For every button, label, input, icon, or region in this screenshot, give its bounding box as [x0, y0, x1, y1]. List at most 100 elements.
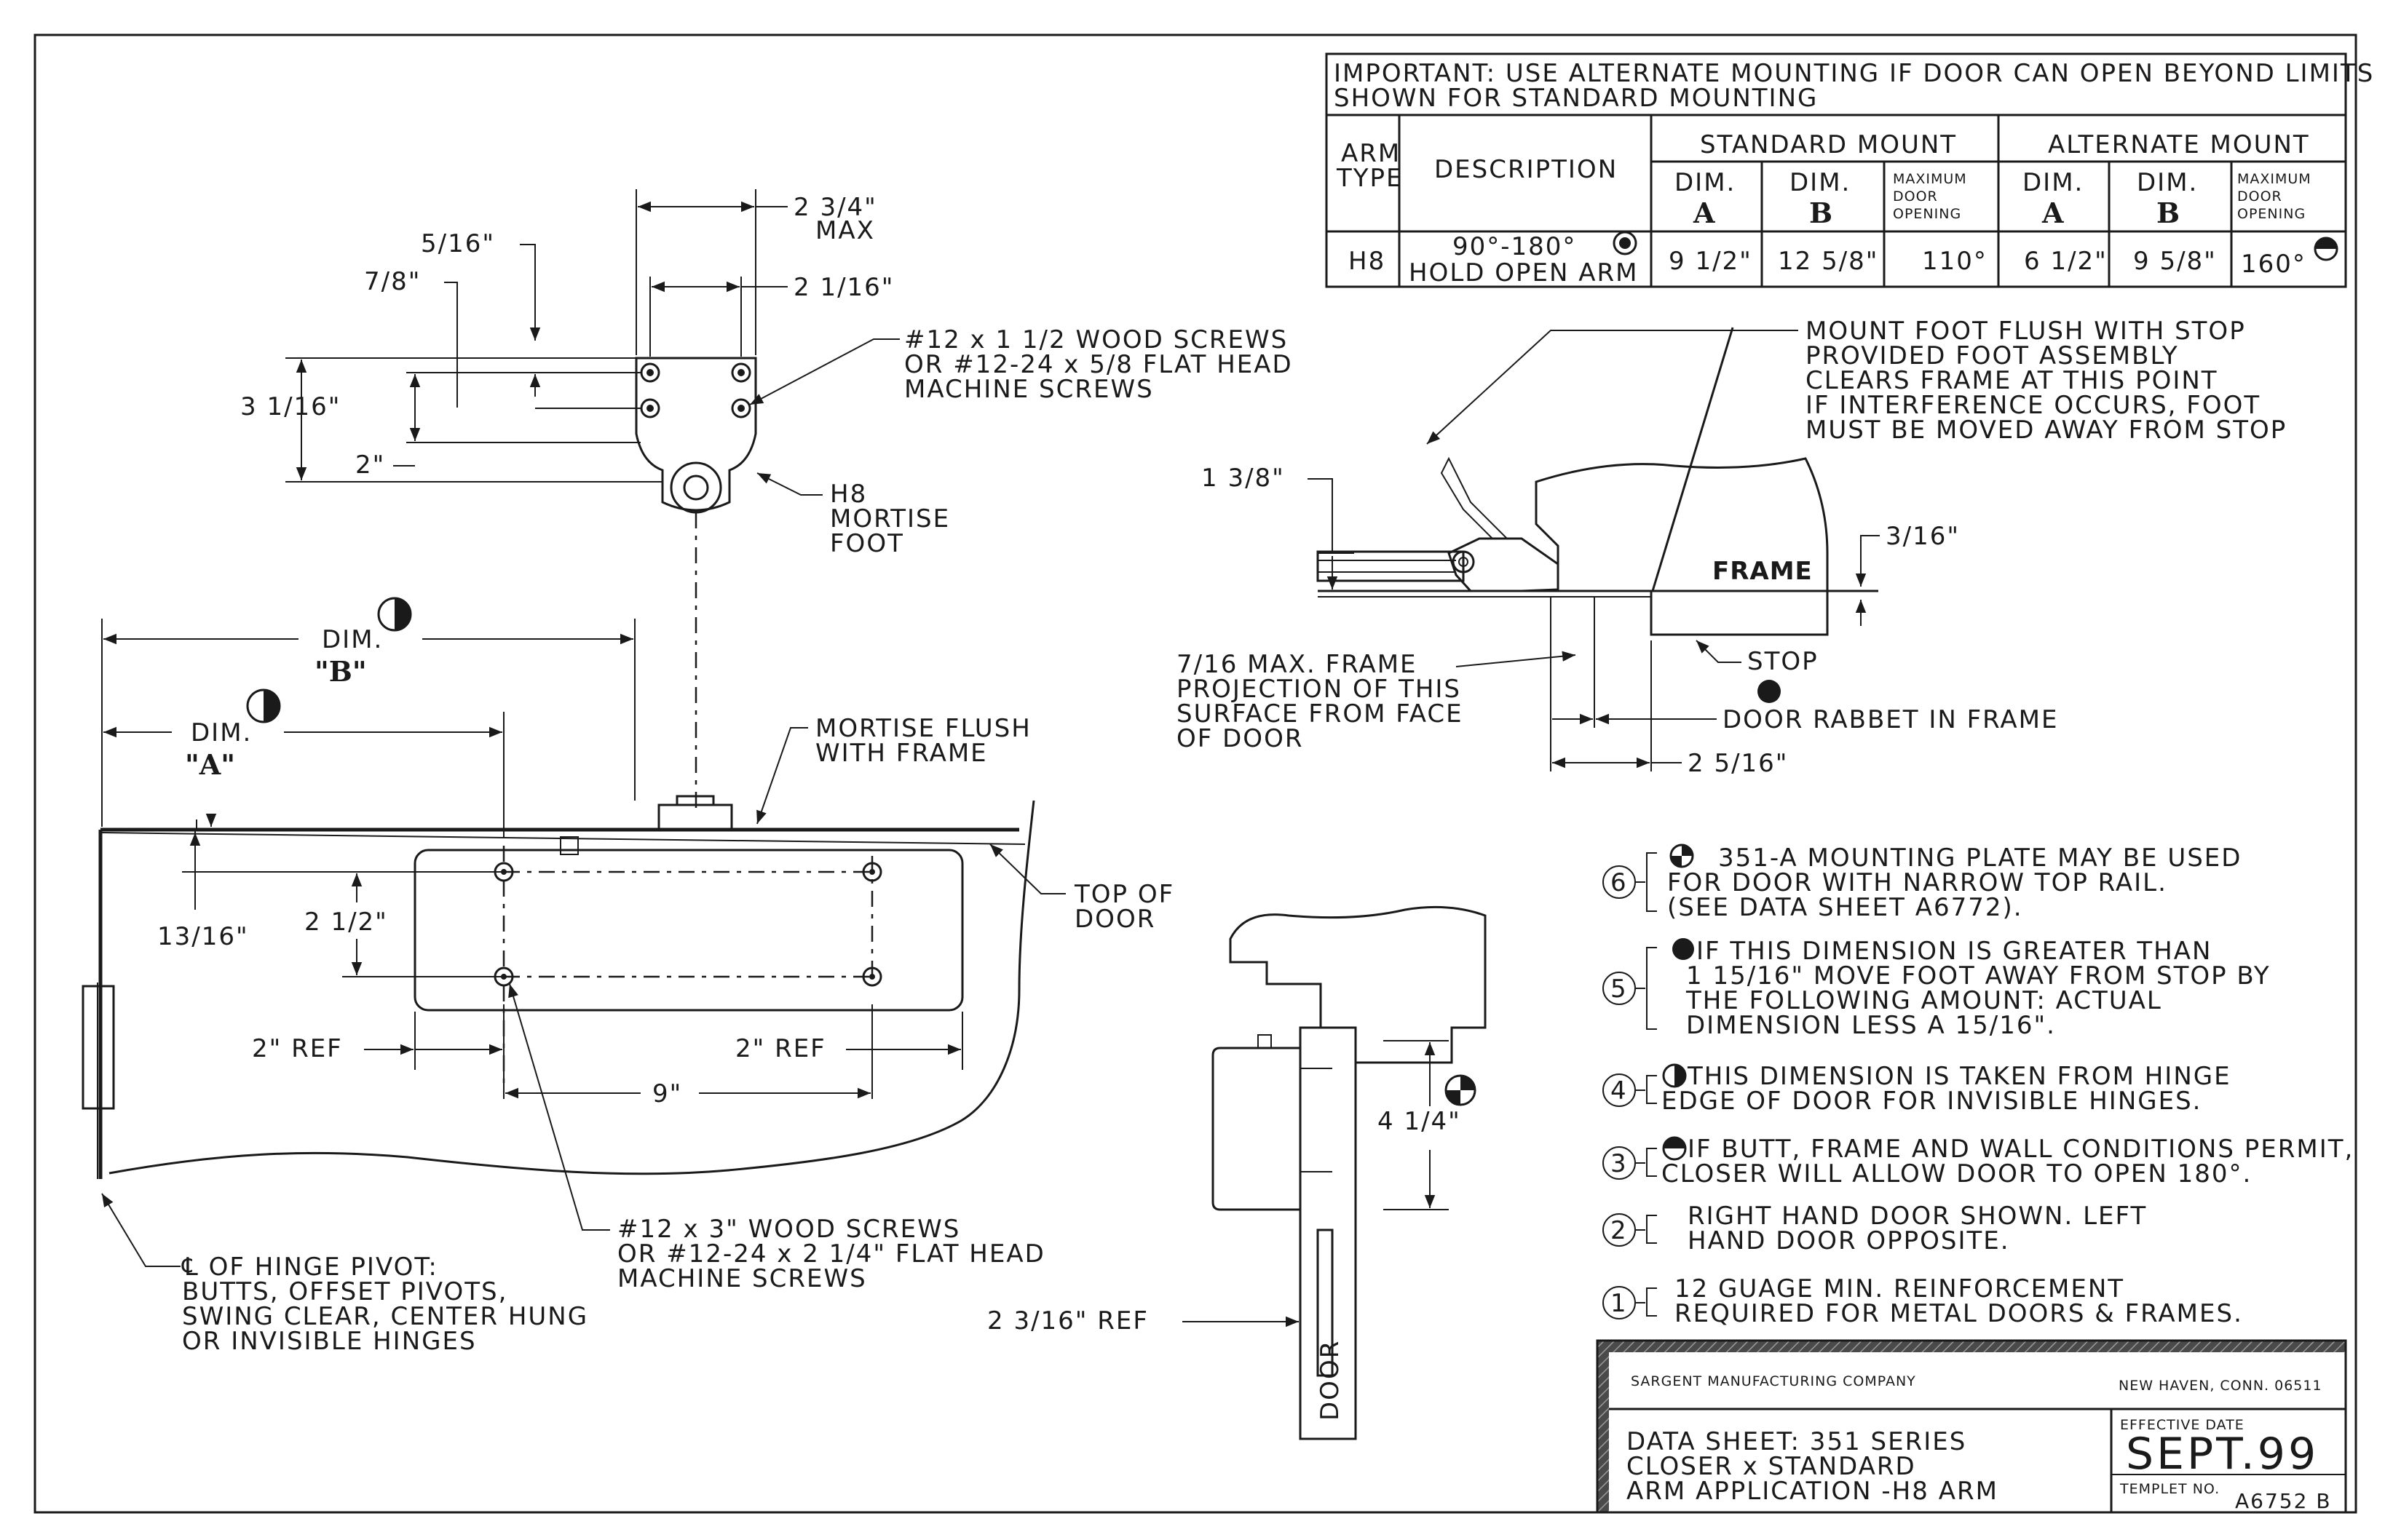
ref-left: 2" REF: [252, 1034, 343, 1063]
note-6: 6 351-A MOUNTING PLATE MAY BE USED FOR D…: [1602, 844, 2242, 922]
title-line-2: CLOSER x STANDARD: [1626, 1452, 1916, 1481]
row-alt-max: 160°: [2241, 250, 2306, 279]
closer-screw-holes: [494, 862, 882, 987]
note-4-symbol-icon-a: [246, 688, 281, 723]
row-alt-a: 6 1/2": [2024, 247, 2108, 276]
note-4-num: 4: [1610, 1076, 1628, 1106]
mount-note-1: MOUNT FOOT FLUSH WITH STOP: [1805, 317, 2246, 346]
arm-type-header-1: ARM: [1341, 139, 1401, 168]
alt-dim-b-letter: B: [2156, 197, 2180, 229]
door-section: [1299, 1026, 1357, 1440]
dim-5-16: 5/16": [421, 229, 495, 258]
projection-4: OF DOOR: [1176, 724, 1303, 753]
door-screws-2: OR #12-24 x 2 1/4" FLAT HEAD: [617, 1239, 1045, 1269]
hinge-note-1: ℄ OF HINGE PIVOT:: [181, 1253, 438, 1282]
note-1-num: 1: [1610, 1289, 1628, 1318]
foot-label-1: H8: [830, 480, 867, 509]
projection-2: PROJECTION OF THIS: [1176, 675, 1461, 704]
note-4-symbol-icon-list: [1662, 1063, 1687, 1088]
projection-3: SURFACE FROM FACE: [1176, 699, 1463, 729]
note-3-line-2: CLOSER WILL ALLOW DOOR TO OPEN 180°.: [1661, 1159, 2252, 1188]
note-1-line-1: 12 GUAGE MIN. REINFORCEMENT: [1674, 1274, 2124, 1303]
title-line-1: DATA SHEET: 351 SERIES: [1626, 1427, 1966, 1456]
mount-note-2: PROVIDED FOOT ASSEMBLY: [1805, 341, 2179, 370]
note-6-symbol-icon: [1444, 1074, 1476, 1106]
sheet-border: [33, 33, 2357, 1514]
note-6-line-2: FOR DOOR WITH NARROW TOP RAIL.: [1667, 868, 2167, 897]
note-5-line-1: IF THIS DIMENSION IS GREATER THAN: [1696, 937, 2212, 966]
note-5-num: 5: [1610, 975, 1628, 1004]
door-screws-3: MACHINE SCREWS: [617, 1264, 867, 1293]
dim-b-value: "B": [315, 655, 367, 688]
note-6-symbol-icon-list: [1669, 844, 1694, 868]
foot-view: 2 3/4" MAX 2 1/16" 5/16" 7/8" 3 1/16" 2"…: [240, 189, 1292, 815]
note-5-symbol-icon-list: [1672, 938, 1694, 960]
dim-1-3-8: 1 3/8": [1201, 464, 1285, 493]
dim-max: MAX: [815, 216, 875, 245]
foot-screws-3: MACHINE SCREWS: [904, 375, 1154, 404]
templet-label: TEMPLET NO.: [2119, 1481, 2220, 1497]
dim-2-3-4: 2 3/4": [794, 193, 877, 222]
door-screws-1: #12 x 3" WOOD SCREWS: [617, 1215, 960, 1244]
alt-dim-a-label: DIM.: [2022, 168, 2084, 197]
note-3-symbol-icon: [1613, 231, 1637, 255]
frame-label: FRAME: [1712, 557, 1813, 586]
dim-2-5-16: 2 5/16": [1688, 749, 1788, 778]
dim-13-16: 13/16": [157, 922, 249, 951]
half-circle-symbol-icon: [2314, 237, 2338, 261]
note-5-symbol-icon: [1757, 680, 1781, 703]
dim-3-1-16: 3 1/16": [240, 392, 341, 421]
std-dim-a-letter: A: [1693, 197, 1715, 229]
dim-9: 9": [652, 1079, 682, 1108]
alt-max-1: MAXIMUM: [2237, 171, 2311, 187]
dim-4-1-4: 4 1/4": [1377, 1107, 1461, 1136]
door-section-label: DOOR: [1316, 1340, 1345, 1421]
rabbet-label: DOOR RABBET IN FRAME: [1722, 705, 2059, 734]
door-view: DIM. "B" DIM. "A" MORTISE FLUSH WITH FRA…: [82, 597, 1173, 1356]
note-4-symbol-icon: [377, 597, 412, 632]
templet-no: A6752 B: [2235, 1489, 2332, 1513]
note-5-line-3: THE FOLLOWING AMOUNT: ACTUAL: [1685, 986, 2162, 1015]
note-5: 5 IF THIS DIMENSION IS GREATER THAN 1 15…: [1602, 937, 2269, 1040]
std-dim-b-label: DIM.: [1789, 168, 1851, 197]
closer-body: [414, 849, 964, 1012]
spec-table: IMPORTANT: USE ALTERNATE MOUNTING IF DOO…: [1325, 52, 2374, 288]
notes: 6 351-A MOUNTING PLATE MAY BE USED FOR D…: [1602, 844, 2352, 1328]
mount-note-5: MUST BE MOVED AWAY FROM STOP: [1805, 416, 2287, 445]
dim-2-1-2: 2 1/2": [304, 908, 388, 937]
std-dim-b-letter: B: [1809, 197, 1832, 229]
dim-2-1-16: 2 1/16": [794, 273, 894, 302]
top-of-door-2: DOOR: [1075, 905, 1155, 934]
alt-dim-a-letter: A: [2041, 197, 2064, 229]
dim-3-16: 3/16": [1886, 522, 1960, 551]
alternate-mount-header: ALTERNATE MOUNT: [2048, 130, 2310, 159]
foot-label-3: FOOT: [830, 529, 904, 558]
note-2-line-2: HAND DOOR OPPOSITE.: [1688, 1226, 2010, 1255]
arm-type-header-2: TYPE: [1336, 164, 1404, 193]
dim-a-value: "A": [185, 748, 235, 781]
title-line-3: ARM APPLICATION -H8 ARM: [1626, 1477, 1998, 1506]
mortise-flush-2: WITH FRAME: [815, 739, 988, 768]
row-std-b: 12 5/8": [1778, 247, 1878, 276]
note-2-num: 2: [1610, 1216, 1628, 1245]
note-3: 3 IF BUTT, FRAME AND WALL CONDITIONS PER…: [1602, 1135, 2352, 1188]
note-6-line-1: 351-A MOUNTING PLATE MAY BE USED: [1718, 844, 2242, 873]
important-line-2: SHOWN FOR STANDARD MOUNTING: [1334, 84, 1818, 113]
note-1: 1 12 GUAGE MIN. REINFORCEMENT REQUIRED F…: [1602, 1274, 2242, 1328]
description-header: DESCRIPTION: [1434, 155, 1618, 184]
mortise-flush-1: MORTISE FLUSH: [815, 714, 1032, 743]
standard-mount-header: STANDARD MOUNT: [1700, 130, 1957, 159]
mount-note-4: IF INTERFERENCE OCCURS, FOOT: [1805, 391, 2261, 420]
note-4-line-2: EDGE OF DOOR FOR INVISIBLE HINGES.: [1661, 1087, 2202, 1116]
hinge-note-4: OR INVISIBLE HINGES: [182, 1327, 477, 1356]
important-line-1: IMPORTANT: USE ALTERNATE MOUNTING IF DOO…: [1334, 59, 2374, 88]
std-max-1: MAXIMUM: [1893, 171, 1967, 187]
row-alt-b: 9 5/8": [2133, 247, 2217, 276]
hinge-note-2: BUTTS, OFFSET PIVOTS,: [182, 1277, 507, 1306]
projection-1: 7/16 MAX. FRAME: [1176, 650, 1417, 679]
ref-right: 2" REF: [735, 1034, 826, 1063]
dim-2: 2": [355, 451, 385, 480]
dim-b-label: DIM.: [322, 625, 383, 654]
alt-max-2: DOOR: [2237, 188, 2282, 205]
